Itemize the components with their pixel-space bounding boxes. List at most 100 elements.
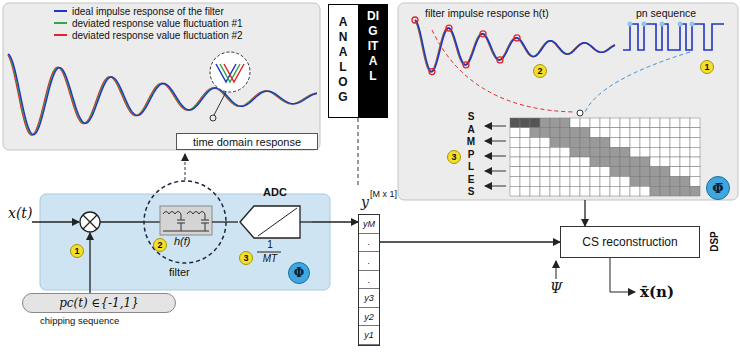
matrix-cell [520,118,530,128]
matrix-cell [600,157,610,167]
impulse-wave [412,17,615,75]
matrix-cell [590,157,600,167]
node-text: 1 [258,239,282,250]
matrix-cell [570,157,580,167]
matrix-cell [590,186,600,196]
matrix-cell [620,147,630,157]
matrix-cell [640,147,650,157]
matrix-cell [580,118,590,128]
wave-line [415,20,615,72]
matrix-cell [590,147,600,157]
label-text: chipping sequence [40,315,119,326]
matrix-cell [570,167,580,177]
matrix-cell [520,147,530,157]
pn-wave [623,24,724,50]
output-arrow [610,258,635,292]
matrix-cell [570,118,580,128]
matrix-cell [580,128,590,138]
damped-waves [8,54,317,135]
matrix-cell [520,167,530,177]
node-text: pn sequence [636,7,696,19]
node-text: Φ̄ [712,181,723,196]
connector [584,200,585,226]
matrix-cell [590,118,600,128]
matrix-cell [690,128,700,138]
matrix-cell [660,128,670,138]
sample-link [432,30,575,112]
matrix-cell [660,118,670,128]
node-text: Φ [294,266,304,280]
matrix-cell [550,138,560,148]
matrix-cell [640,186,650,196]
node-text: y3 [359,289,379,308]
matrix-cell [560,118,570,128]
matrix-cell [580,157,590,167]
matrix-cell [680,177,690,187]
matrix-cell [560,128,570,138]
sample-mark [429,69,435,75]
node-text: h(f) [174,235,191,247]
filter-wire [212,221,227,222]
matrix-cell [650,186,660,196]
matrix-cell [550,157,560,167]
matrix-cell [640,138,650,148]
matrix-cell [680,138,690,148]
label-text: DSP [709,231,720,252]
matrix-cell [530,147,540,157]
matrix-cell [650,147,660,157]
sample-arrow [485,171,506,172]
wave-line [8,55,317,135]
lc-network [163,212,209,232]
sample-mark [412,17,418,23]
matrix-cell [550,118,560,128]
matrix-cell [690,147,700,157]
matrix-cell [600,147,610,157]
multiplier-dot [577,110,583,116]
legend: ideal impulse response of the filterdevi… [54,5,243,41]
matrix-cell [600,186,610,196]
matrix-cell [650,138,660,148]
matrix-cell [520,177,530,187]
connector [227,221,238,222]
matrix-cell [560,147,570,157]
filter-wire [143,221,160,222]
matrix-cell [540,147,550,157]
sample-mark [480,31,486,37]
matrix-cell [630,167,640,177]
matrix-cell [670,186,680,196]
matrix-cell [540,118,550,128]
node-text: CS reconstruction [582,235,677,249]
callout-number: 2 [533,64,547,78]
sample-mark [497,57,503,63]
node-text: filter [169,266,190,278]
matrix-cell [600,177,610,187]
matrix-cell [600,167,610,177]
fraction-bar [257,252,281,253]
matrix-cell [670,167,680,177]
matrix-cell [530,167,540,177]
phi-badge: Φ [288,262,310,284]
matrix-cell [530,118,540,128]
matrix-cell [510,118,520,128]
matrix-cell [530,177,540,187]
matrix-cell [640,167,650,177]
node-text: yM [359,215,379,234]
sample-arrow [485,156,506,157]
mixer-cross [83,215,97,229]
matrix-cell [610,147,620,157]
matrix-cell [610,177,620,187]
matrix-cell [630,186,640,196]
matrix-cell [650,157,660,167]
matrix-cell [610,128,620,138]
matrix-cell [590,128,600,138]
matrix-cell [590,138,600,148]
node-text: ANALOG [337,15,349,105]
matrix-cell [660,177,670,187]
matrix-cell [690,167,700,177]
matrix-cell [560,157,570,167]
matrix-cell [690,138,700,148]
matrix-cell [590,167,600,177]
matrix-cell [620,128,630,138]
matrix-cell [580,167,590,177]
legend-text: ideal impulse response of the filter [72,6,224,17]
